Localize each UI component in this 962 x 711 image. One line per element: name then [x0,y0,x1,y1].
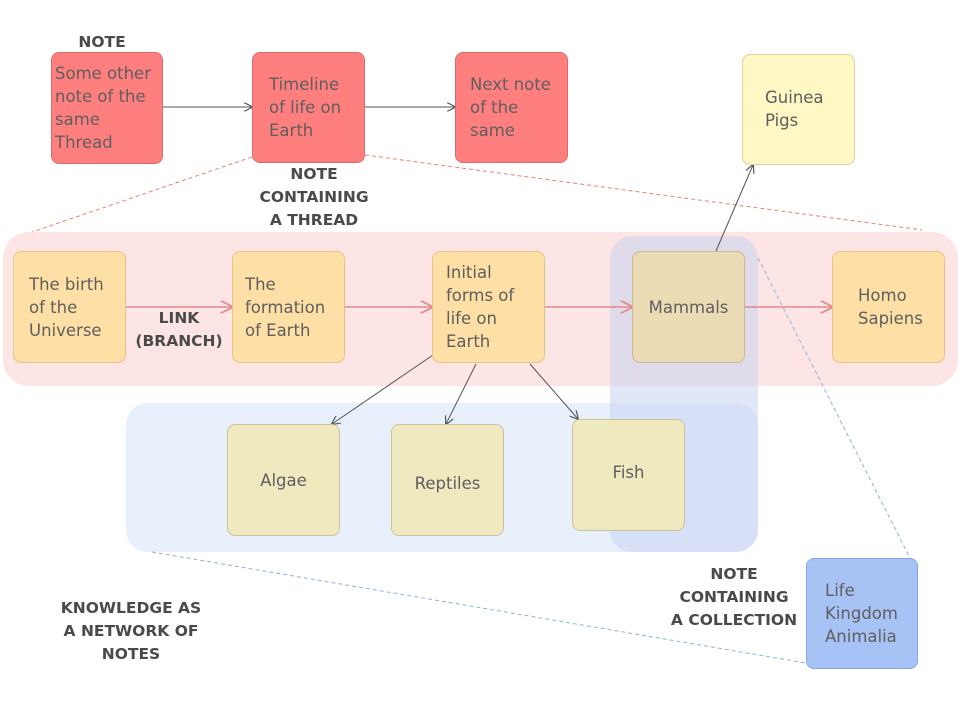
note-birth-universe[interactable]: The birth of the Universe [13,251,126,363]
note-guinea-pigs[interactable]: Guinea Pigs [742,54,855,165]
note-formation-earth[interactable]: The formation of Earth [232,251,345,363]
dashed-collection-line-left [151,551,807,664]
note-birth-universe-text: The birth of the Universe [29,274,104,340]
note-other-same-thread-text: Some other note of the same Thread [55,64,151,152]
note-homo-sapiens-text: Homo Sapiens [858,286,923,328]
note-mammals[interactable]: Mammals [632,251,745,363]
label-knowledge-network: KNOWLEDGE AS A NETWORK OF NOTES [60,599,202,663]
note-algae[interactable]: Algae [227,424,340,536]
note-next[interactable]: Next note of the same [455,52,568,163]
note-timeline[interactable]: Timeline of life on Earth [252,52,365,163]
label-link-branch: LINK (BRANCH) [135,309,223,350]
label-note: NOTE [78,33,126,51]
arrow-mammals-to-guinea [715,165,753,252]
arrow-initial-to-algae [332,354,434,424]
note-guinea-pigs-text: Guinea Pigs [765,88,824,130]
note-mammals-text: Mammals [648,297,729,317]
arrow-initial-to-fish [529,363,578,419]
note-formation-earth-text: The formation of Earth [245,274,326,340]
note-life-kingdom-animalia[interactable]: Life Kingdom Animalia [806,558,918,669]
note-fish-text: Fish [612,462,645,482]
label-note-containing-thread: NOTE CONTAINING A THREAD [259,165,369,229]
note-other-same-thread[interactable]: Some other note of the same Thread [51,52,163,164]
note-timeline-text: Timeline of life on Earth [269,75,342,140]
label-note-containing-collection: NOTE CONTAINING A COLLECTION [670,565,798,629]
note-initial-forms[interactable]: Initial forms of life on Earth [432,251,545,363]
note-fish[interactable]: Fish [572,419,685,531]
dashed-thread-line-left [31,156,253,233]
dashed-collection-line-right [757,257,911,559]
note-initial-forms-text: Initial forms of life on Earth [446,263,515,351]
note-life-kingdom-animalia-text: Life Kingdom Animalia [825,581,898,646]
note-reptiles[interactable]: Reptiles [391,424,504,536]
note-homo-sapiens[interactable]: Homo Sapiens [832,251,945,363]
arrow-initial-to-reptiles [446,363,477,424]
note-reptiles-text: Reptiles [414,473,481,493]
note-algae-text: Algae [260,470,307,490]
note-next-text: Next note of the same [470,75,551,140]
dashed-thread-line-right [364,154,923,231]
